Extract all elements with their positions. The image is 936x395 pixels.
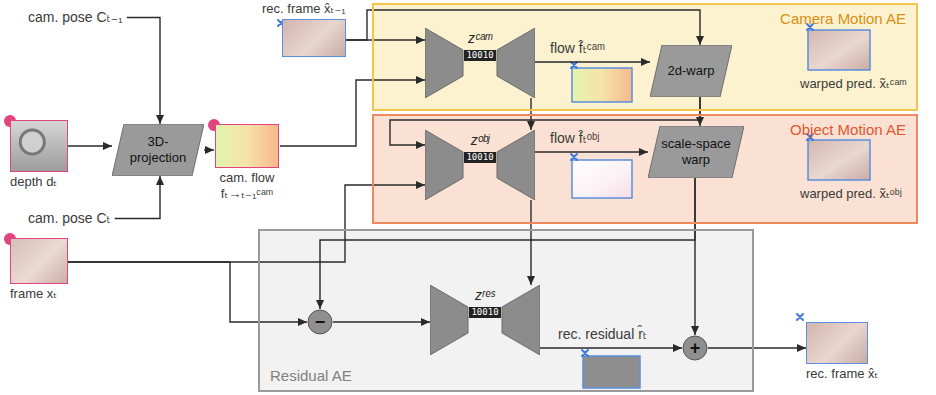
process-text: 3D-projection — [125, 134, 191, 166]
edge-label: rec. residual r̂ₜ — [556, 326, 649, 343]
shape-fill — [308, 310, 332, 334]
connector — [280, 80, 425, 146]
input-label: cam. pose Cₜ₋₁ — [24, 7, 127, 28]
shape-fill — [650, 45, 732, 97]
region-title: Camera Motion AE — [780, 10, 906, 28]
region-fill — [258, 229, 754, 392]
operator-symbol: + — [682, 335, 708, 361]
image-node: rec. frame x̂ₜ — [806, 322, 878, 382]
latent-bits: 10010 — [464, 152, 495, 163]
connector — [535, 151, 648, 152]
connector — [540, 347, 682, 348]
image-caption: rec. frame x̂ₜ — [806, 366, 878, 382]
latent-group: zᵒᵇʲ 10010 — [425, 130, 535, 163]
input-label-text: cam. pose Cₜ — [28, 210, 111, 227]
process-text: scale-space warp — [661, 136, 731, 168]
connector — [320, 178, 695, 309]
region-fill — [372, 3, 918, 111]
shape-fill — [497, 130, 535, 200]
autoencoder: zʳᵉˢ 10010 — [430, 285, 540, 355]
image-node: depth dₜ — [10, 120, 68, 190]
shape-fill — [425, 28, 463, 98]
image-node: cam. flow fₜ→ₜ₋₁ᶜᵃᵐ — [214, 124, 280, 202]
flow-image — [572, 160, 632, 198]
edge-label: flow f̂ₜᶜᵃᵐ — [548, 40, 607, 57]
residual-region: Residual AE − zʳᵉˢ 10010 + — [258, 229, 754, 392]
autoencoder: zᵒᵇʲ 10010 — [425, 130, 535, 200]
image-caption: frame xₜ — [10, 286, 68, 302]
shape-fill — [502, 285, 540, 355]
region-title: Residual AE — [270, 367, 352, 385]
object-motion-region: Object Motion AE zᵒᵇʲ 10010 scale-space war… — [372, 114, 918, 224]
edge-label: flow f̂ₜᵒᵇʲ — [548, 130, 602, 147]
shape-fill — [425, 130, 463, 200]
image-caption: warped pred. x̃ₜᶜᵃᵐ — [800, 76, 907, 92]
warp-box: 2d-warp — [650, 45, 732, 97]
connector — [530, 200, 531, 285]
shape-fill — [683, 336, 707, 360]
input-dots — [4, 115, 220, 245]
image-thumb — [282, 19, 346, 57]
image-thumb — [806, 322, 868, 364]
latent-label: zʳᵉˢ — [475, 287, 495, 304]
latent-group: zᶜᵃᵐ 10010 — [425, 28, 535, 61]
process-text: 2d-warp — [668, 63, 715, 79]
latent-bits: 10010 — [464, 50, 495, 61]
image-node: rec. frame x̂ₜ₋₁ — [262, 1, 346, 57]
cross-marks — [278, 20, 813, 356]
shape-fill — [648, 126, 744, 178]
flow-image — [572, 68, 632, 102]
latent-group: zʳᵉˢ 10010 — [430, 285, 540, 318]
connector — [68, 145, 112, 146]
image-node: frame xₜ — [10, 238, 68, 302]
image-thumb — [10, 238, 68, 284]
connector — [333, 321, 430, 322]
image-thumb — [215, 124, 279, 168]
connector — [127, 18, 160, 125]
operator-symbol: − — [307, 309, 333, 335]
projection-box: 3D-projection — [112, 124, 204, 176]
warped-image — [808, 140, 870, 180]
latent-label: zᶜᵃᵐ — [468, 30, 492, 47]
operator-circle: − — [307, 309, 333, 335]
connector — [535, 61, 650, 62]
residual-image — [583, 356, 640, 388]
shape-fill — [112, 124, 204, 176]
camera-motion-region: Camera Motion AE zᶜᵃᵐ 10010 2d-warp — [372, 3, 918, 111]
connector — [708, 347, 806, 348]
shape-fill — [430, 285, 468, 355]
operator-circle: + — [682, 335, 708, 361]
connector — [204, 149, 214, 150]
input-label-text: cam. pose Cₜ₋₁ — [28, 9, 123, 26]
latent-label: zᵒᵇʲ — [471, 132, 490, 149]
latent-bits: 10010 — [469, 307, 500, 318]
shape-fill — [497, 28, 535, 98]
image-thumb — [10, 120, 68, 172]
image-caption: rec. frame x̂ₜ₋₁ — [262, 1, 346, 17]
image-caption: depth dₜ — [10, 174, 68, 190]
autoencoder: zᶜᵃᵐ 10010 — [425, 28, 535, 98]
warp-box: scale-space warp — [648, 126, 744, 178]
image-caption: cam. flow fₜ→ₜ₋₁ᶜᵃᵐ — [214, 170, 280, 202]
image-caption: warped pred. x̃ₜᵒᵇʲ — [800, 186, 902, 202]
region-fill — [372, 114, 918, 224]
connector — [68, 262, 307, 322]
connector — [115, 176, 160, 219]
input-label: cam. pose Cₜ — [24, 208, 115, 229]
region-title: Object Motion AE — [790, 121, 906, 139]
warped-image — [808, 30, 870, 70]
